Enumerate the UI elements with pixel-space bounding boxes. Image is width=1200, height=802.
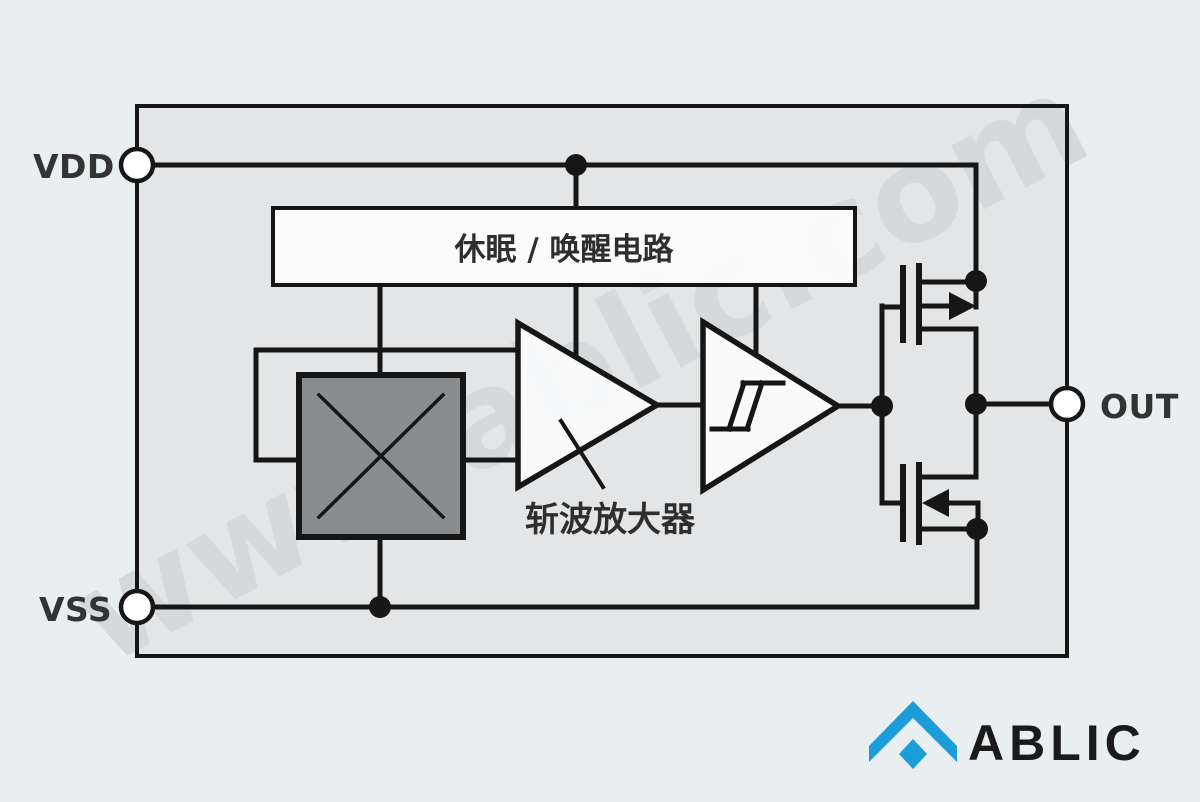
vdd-terminal-icon [118,146,156,184]
junction-dots [369,154,988,618]
vdd-pin-label: VDD [33,147,115,186]
chopper-amplifier-label: 斩波放大器 [525,500,695,540]
pmos-drain-stub [916,326,979,480]
sleep-wake-block-label: 休眠 / 唤醒电路 [454,232,674,268]
logo-diamond-icon [899,739,927,769]
amplifier-triangle-icon [515,318,663,492]
out-terminal-icon [1048,385,1086,423]
ablic-logo-text: ABLIC [968,715,1146,771]
pmos-body-arrow-icon [949,292,976,320]
vdd-rail-wire [150,162,979,310]
junction-dot [871,395,893,417]
junction-dot [369,596,391,618]
junction-dot [966,518,988,540]
sleep-wake-block [271,206,857,287]
junction-dot [965,393,987,415]
circuit-frame-border [135,104,1069,658]
wires [150,162,1054,610]
vss-pin-label: VSS [39,590,113,629]
hall-element-cross-icon [316,392,446,520]
nmos-transistor [900,462,981,545]
comparator-triangle-icon [700,317,844,495]
chopper-amplifier-symbol [515,318,663,492]
logo-chevron-icon [869,701,957,762]
vss-terminal-icon [118,588,156,626]
vss-rail-wire [150,526,980,610]
out-pin-label: OUT [1100,387,1179,426]
chopper-slash-icon [558,418,606,490]
ablic-logo: ABLIC [869,701,1169,781]
schmitt-trigger-symbol [700,317,844,495]
junction-dot [565,154,587,176]
pmos-transistor [900,263,979,480]
hall-element [296,372,466,540]
hall-feedback-wire [253,347,521,463]
junction-dot [965,270,987,292]
nmos-body-arrow-icon [922,489,949,517]
terminals [118,146,1086,626]
hysteresis-icon [709,379,786,433]
ablic-logo-mark-icon [869,701,957,769]
